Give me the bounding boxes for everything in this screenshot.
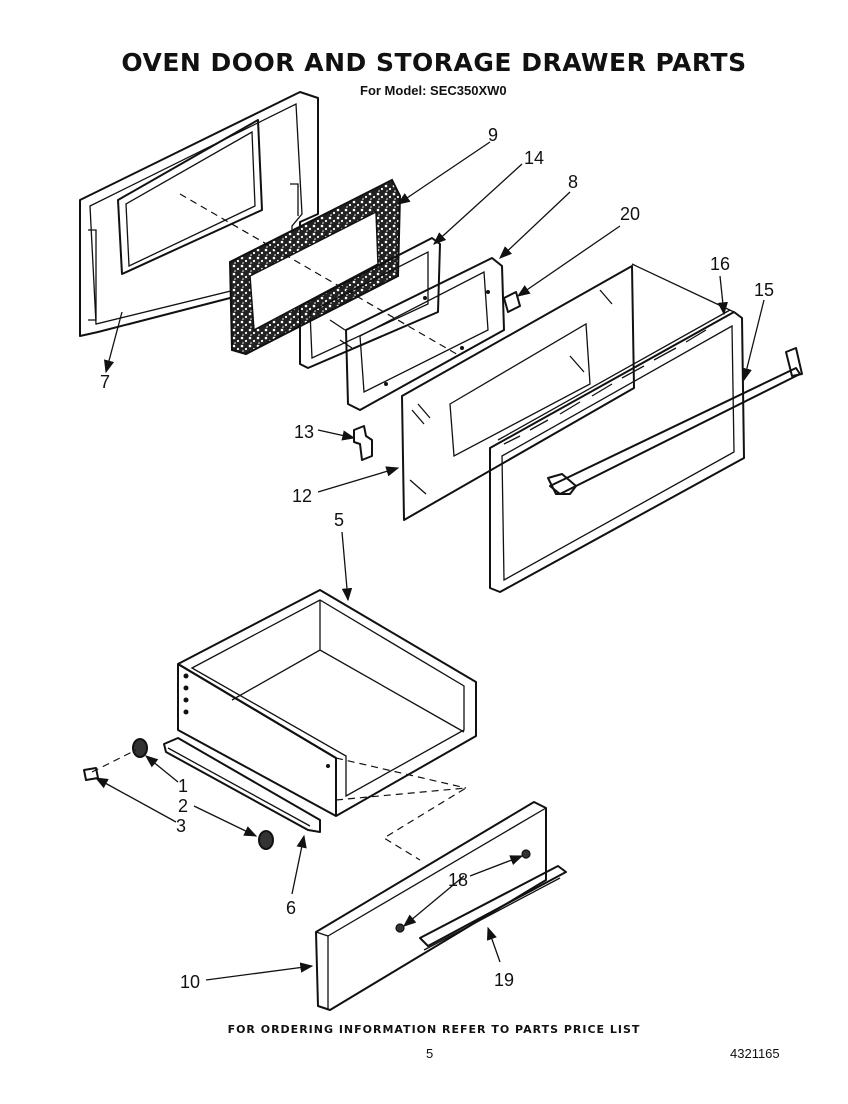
callout-1: 1	[178, 776, 188, 796]
leader-18b	[469, 855, 524, 877]
callout-19: 19	[494, 970, 514, 990]
fastener-part-18	[395, 849, 531, 933]
leader-20	[516, 225, 621, 297]
callout-10: 10	[180, 972, 200, 992]
leader-13	[317, 429, 356, 441]
leader-8	[499, 191, 571, 259]
alignment-line-door	[179, 193, 461, 357]
drawer-rail-part-6	[163, 737, 321, 833]
drawer-trim-part-19	[419, 865, 567, 951]
alignment-line-drawer	[335, 787, 467, 861]
callout-13: 13	[294, 422, 314, 442]
leader-9	[396, 141, 491, 205]
callout-9: 9	[488, 125, 498, 145]
page-number: 5	[426, 1046, 434, 1061]
drawer-front-panel-part-10	[315, 801, 547, 1011]
callout-20: 20	[620, 204, 640, 224]
leader-10	[205, 962, 314, 981]
roller-dash-line	[91, 749, 137, 773]
leader-14	[433, 163, 523, 245]
model-subtitle: For Model: SEC350XW0	[360, 83, 507, 98]
callout-15: 15	[754, 280, 774, 300]
leader-18a	[403, 875, 465, 927]
ordering-info-note: FOR ORDERING INFORMATION REFER TO PARTS …	[227, 1023, 641, 1036]
inner-glass-frame-part-14	[299, 237, 441, 369]
clip-part-20	[503, 291, 521, 313]
document-number: 4321165	[730, 1046, 780, 1061]
window-frame-part-8	[345, 257, 505, 411]
alignment-line-drawer-2	[335, 757, 467, 789]
leader-7	[103, 311, 123, 374]
callout-16: 16	[710, 254, 730, 274]
callout-12: 12	[292, 486, 312, 506]
roller-part-2	[258, 830, 274, 850]
callout-8: 8	[568, 172, 578, 192]
leader-16	[717, 275, 728, 316]
door-handle-part-15	[547, 347, 803, 495]
callout-3: 3	[176, 816, 186, 836]
leader-5	[341, 531, 353, 602]
bracket-part-13	[353, 425, 373, 461]
callout-7: 7	[100, 372, 110, 392]
leader-1	[144, 755, 179, 783]
callout-5: 5	[334, 510, 344, 530]
leader-12	[317, 466, 400, 493]
callout-14: 14	[524, 148, 544, 168]
leader-15	[741, 299, 765, 382]
callout-18: 18	[448, 870, 468, 890]
leader-3	[94, 777, 177, 823]
roller-part-1	[132, 738, 148, 758]
diagram-title: OVEN DOOR AND STORAGE DRAWER PARTS	[121, 48, 747, 77]
callout-2: 2	[178, 796, 188, 816]
leader-2	[193, 805, 258, 837]
outer-door-panel-part-16	[489, 263, 745, 593]
callout-6: 6	[286, 898, 296, 918]
leader-6	[291, 834, 307, 895]
leader-19	[486, 926, 501, 963]
inner-door-liner-part-7	[79, 91, 319, 337]
door-gasket-part-9	[228, 178, 402, 356]
outer-glass-part-12	[401, 265, 635, 521]
